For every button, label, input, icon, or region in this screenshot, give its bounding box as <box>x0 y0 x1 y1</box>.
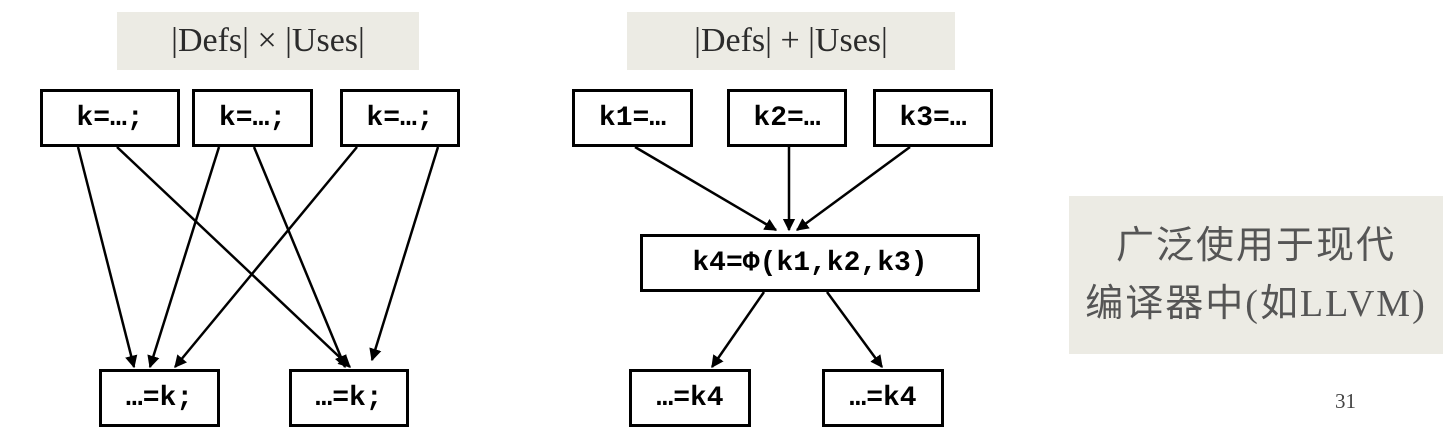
left-use-box-2: …=k; <box>289 369 409 427</box>
page-number: 31 <box>1335 389 1356 413</box>
arrow-k3-phi <box>795 145 911 232</box>
right-def-box-2: k2=… <box>727 89 847 147</box>
right-def-box-3: k3=… <box>873 89 993 147</box>
left-use-box-1: …=k; <box>99 369 220 427</box>
arrow-def2-use1 <box>147 146 221 369</box>
right-diagram-title: |Defs| + |Uses| <box>627 12 955 70</box>
note-box: 广泛使用于现代 编译器中(如LLVM) <box>1069 196 1443 354</box>
right-use-box-2: …=k4 <box>822 369 944 427</box>
arrow-def3-use2 <box>369 146 440 362</box>
arrow-phi-use2 <box>825 291 884 369</box>
phi-box: k4=Φ(k1,k2,k3) <box>640 234 980 292</box>
arrow-def1-use1 <box>76 146 138 369</box>
left-def-box-3: k=…; <box>340 89 460 147</box>
arrow-k1-phi <box>634 145 778 232</box>
right-def-box-1: k1=… <box>572 89 693 147</box>
note-line-2: 编译器中(如LLVM) <box>1085 283 1427 325</box>
arrow-phi-use1 <box>710 291 766 369</box>
right-use-box-1: …=k4 <box>629 369 751 427</box>
left-def-box-1: k=…; <box>40 89 180 147</box>
note-line-1: 广泛使用于现代 <box>1115 225 1396 267</box>
arrow-def3-use1 <box>174 146 358 368</box>
arrow-def1-use2 <box>116 146 351 368</box>
left-diagram-title: |Defs| × |Uses| <box>117 12 419 70</box>
arrow-def2-use2 <box>252 146 347 369</box>
left-def-box-2: k=…; <box>192 89 313 147</box>
